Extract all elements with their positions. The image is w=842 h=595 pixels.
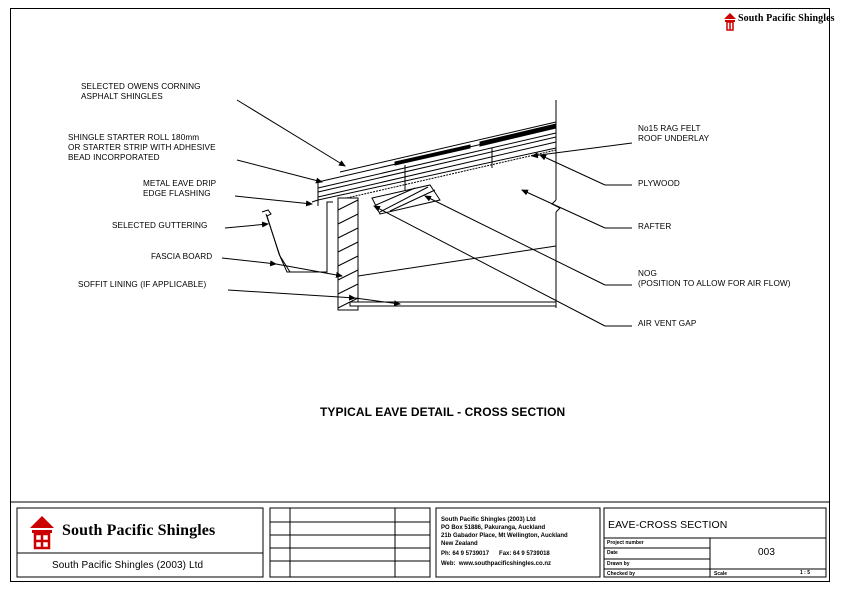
scale-value: 1 : 5	[800, 570, 811, 576]
label-rafter: RAFTER	[638, 222, 672, 231]
brand-name-top: South Pacific Shingles	[738, 13, 835, 24]
sheet-number: 003	[758, 547, 775, 558]
address-line-1: South Pacific Shingles (2003) Ltd	[441, 517, 536, 523]
label-rag-felt: No15 RAG FELT ROOF UNDERLAY	[638, 124, 710, 143]
label-guttering: SELECTED GUTTERING	[112, 221, 208, 230]
label-soffit-lining: SOFFIT LINING (IF APPLICABLE)	[78, 280, 207, 289]
drawing-frame	[10, 8, 830, 582]
label-plywood: PLYWOOD	[638, 179, 680, 188]
label-drip-flashing: METAL EAVE DRIP EDGE FLASHING	[143, 179, 217, 198]
label-fascia-board: FASCIA BOARD	[151, 252, 213, 261]
address-line-2: PO Box 51886, Pakuranga, Auckland	[441, 525, 546, 531]
label-nog: NOG (POSITION TO ALLOW FOR AIR FLOW)	[638, 269, 791, 288]
address-web: Web: www.southpacificshingles.co.nz	[441, 561, 552, 567]
roof-layers	[317, 121, 557, 201]
drawn-by-label: Drawn by	[607, 561, 630, 567]
brand-name-bottom: South Pacific Shingles	[62, 522, 216, 539]
nog-block	[371, 184, 441, 215]
address-phone: Ph: 64 9 5739017 Fax: 64 9 5739018	[441, 551, 550, 557]
sheet-name: EAVE-CROSS SECTION	[608, 519, 728, 531]
address-line-4: New Zealand	[441, 541, 478, 547]
company-name: South Pacific Shingles (2003) Ltd	[52, 560, 204, 571]
label-air-vent-gap: AIR VENT GAP	[638, 319, 697, 328]
date-label: Date	[607, 550, 618, 556]
checked-by-label: Checked by	[607, 571, 636, 577]
label-owens-shingles: SELECTED OWENS CORNING ASPHALT SHINGLES	[81, 82, 201, 101]
project-number-label: Project number	[607, 540, 644, 546]
drawing-title: TYPICAL EAVE DETAIL - CROSS SECTION	[320, 405, 566, 419]
label-starter-roll: SHINGLE STARTER ROLL 180mm OR STARTER ST…	[68, 133, 216, 162]
fascia-board	[337, 197, 359, 311]
address-line-3: 21b Gabador Place, Mt Wellington, Auckla…	[441, 533, 568, 539]
brand-logo-icon-bottom	[30, 516, 54, 550]
brand-logo-icon-top	[724, 13, 736, 31]
scale-label: Scale	[714, 571, 728, 577]
